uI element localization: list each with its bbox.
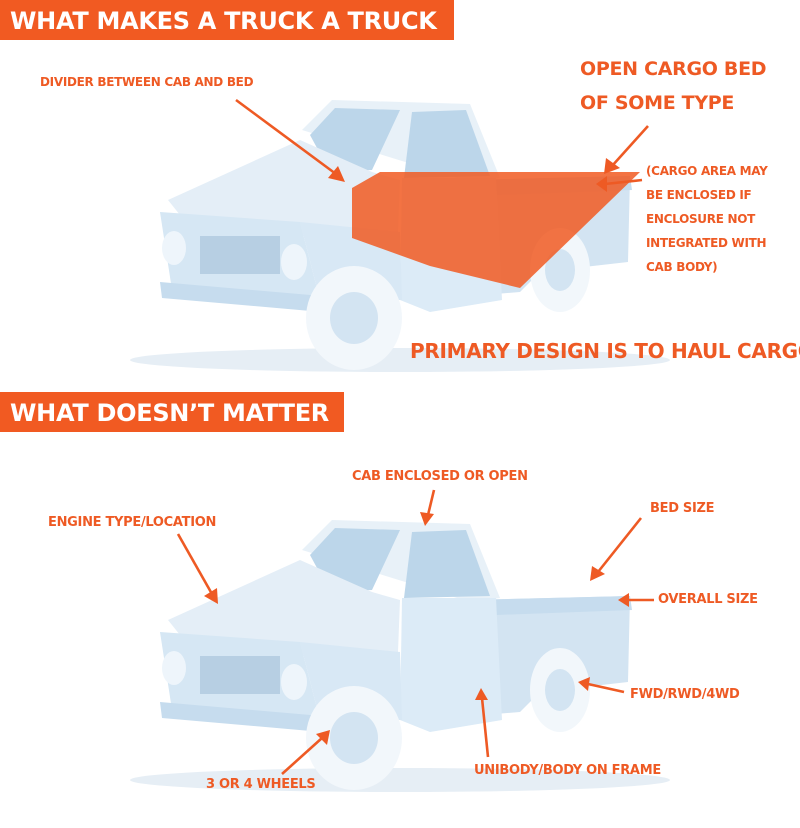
truck-bottom-illustration: [130, 520, 670, 792]
label-drive: FWD/RWD/4WD: [630, 687, 740, 702]
arrow-open-bed: [604, 125, 649, 174]
arrow-overall: [618, 593, 654, 607]
arrow-cab: [420, 489, 436, 526]
section-heading-what-doesnt-matter: WHAT DOESN’T MATTER: [0, 392, 344, 432]
section-heading-what-makes-a-truck: WHAT MAKES A TRUCK A TRUCK: [0, 0, 454, 40]
label-engine: ENGINE TYPE/LOCATION: [48, 515, 217, 530]
arrow-body: [475, 688, 490, 758]
label-enclosed-note-4: INTEGRATED WITH: [646, 236, 767, 250]
label-enclosed-note-2: BE ENCLOSED IF: [646, 188, 752, 202]
label-open-bed-line2: OF SOME TYPE: [580, 92, 735, 114]
arrow-bed-size: [590, 517, 643, 581]
arrow-enclosed-note: [596, 176, 643, 192]
label-overall-size: OVERALL SIZE: [658, 592, 758, 607]
label-open-bed-line1: OPEN CARGO BED: [580, 58, 767, 80]
label-bed-size: BED SIZE: [650, 501, 715, 516]
arrow-drive: [578, 677, 625, 694]
label-body: UNIBODY/BODY ON FRAME: [474, 763, 661, 778]
arrow-wheels: [281, 730, 330, 775]
label-enclosed-note-1: (CARGO AREA MAY: [646, 164, 768, 178]
label-enclosed-note-5: CAB BODY): [646, 260, 718, 274]
arrow-engine: [176, 533, 218, 604]
cab-highlight-overlay: [352, 172, 640, 288]
label-wheels: 3 OR 4 WHEELS: [206, 777, 316, 792]
label-divider: DIVIDER BETWEEN CAB AND BED: [40, 75, 254, 89]
arrow-divider: [235, 98, 345, 182]
label-primary-design: PRIMARY DESIGN IS TO HAUL CARGO: [410, 339, 800, 363]
label-cab-enclosed: CAB ENCLOSED OR OPEN: [352, 469, 528, 484]
label-enclosed-note-3: ENCLOSURE NOT: [646, 212, 755, 226]
